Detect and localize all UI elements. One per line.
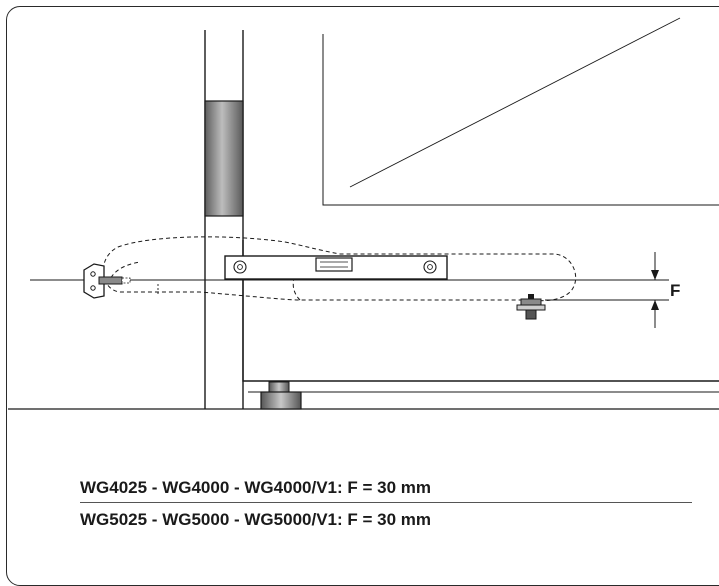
gate-leaf [242, 17, 719, 393]
gate-foot [260, 381, 302, 410]
caption-line-1: WG4025 - WG4000 - WG4000/V1: F = 30 mm [80, 478, 431, 497]
dimension-f: F [651, 252, 680, 328]
caption-line-2: WG5025 - WG5000 - WG5000/V1: F = 30 mm [80, 510, 431, 529]
front-bracket [516, 294, 669, 320]
gate-pillar [204, 30, 244, 409]
spirit-level-icon [224, 255, 448, 280]
dimension-label: F [670, 281, 680, 300]
rear-bracket [83, 263, 159, 299]
pillar-hinge-block [204, 100, 244, 217]
gate-diagonal [349, 17, 681, 188]
caption-divider [80, 502, 692, 503]
figure-frame [6, 6, 719, 586]
motor-outline [102, 236, 577, 302]
